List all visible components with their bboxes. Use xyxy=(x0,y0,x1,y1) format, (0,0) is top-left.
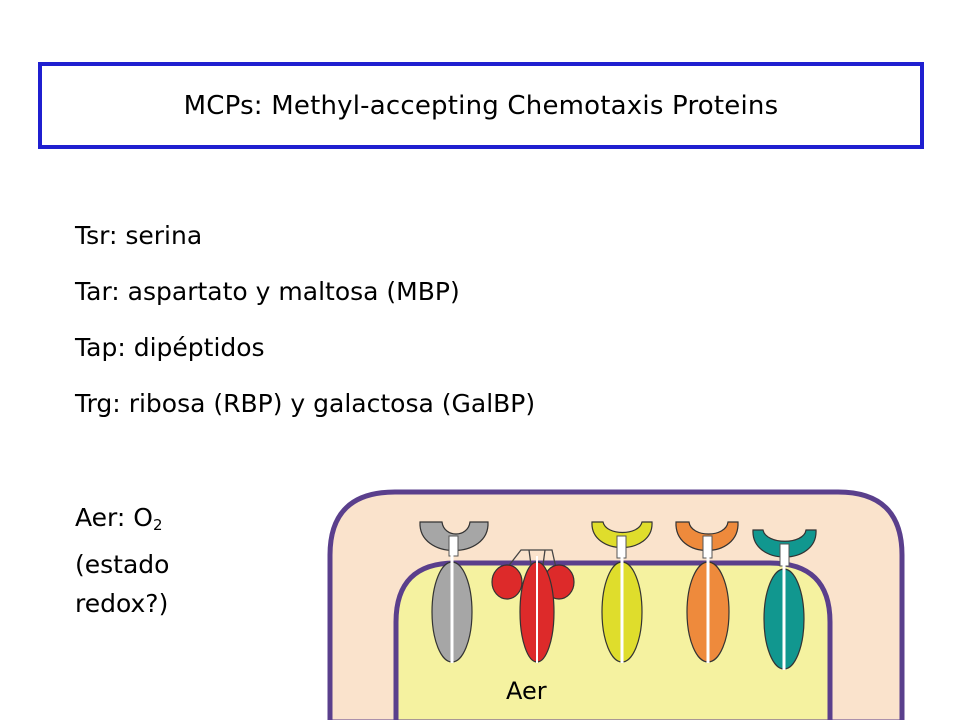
aer-note: Aer: O2 (estado redox?) xyxy=(75,498,169,623)
receptor-ligand: dipéptidos xyxy=(133,333,265,362)
aer-receptor xyxy=(491,549,575,663)
receptor-row-trg: Trg: ribosa (RBP) y galactosa (GalBP) xyxy=(75,386,535,442)
aer-label: Aer xyxy=(506,677,547,705)
receptor-row-tap: Tap: dipéptidos xyxy=(75,330,535,386)
receptor-list: Tsr: serina Tar: aspartato y maltosa (MB… xyxy=(75,218,535,442)
receptor-name: Tap: xyxy=(75,333,126,362)
oxygen-subscript: 2 xyxy=(152,516,163,534)
aer-note-line2: (estado xyxy=(75,550,170,579)
receptor-head xyxy=(591,521,653,549)
receptor-row-tar: Tar: aspartato y maltosa (MBP) xyxy=(75,274,535,330)
aer-note-line1: Aer: O2 xyxy=(75,503,163,534)
yellow-receptor xyxy=(591,521,653,663)
teal-receptor xyxy=(752,529,817,670)
orange-receptor xyxy=(675,521,739,663)
receptor-ligand: serina xyxy=(125,221,203,250)
receptor-ligand: aspartato y maltosa (MBP) xyxy=(127,277,460,306)
aer-note-line3: redox?) xyxy=(75,589,169,618)
receptor-name: Tsr: xyxy=(75,221,118,250)
aer-linker xyxy=(506,549,557,569)
receptor-ligand: ribosa (RBP) y galactosa (GalBP) xyxy=(128,389,536,418)
aer-pas-domain-left xyxy=(491,564,523,600)
receptor-name: Tar: xyxy=(75,277,120,306)
receptor-name: Trg: xyxy=(75,389,121,418)
slide-title: MCPs: Methyl-accepting Chemotaxis Protei… xyxy=(183,90,779,121)
title-box: MCPs: Methyl-accepting Chemotaxis Protei… xyxy=(38,62,924,149)
tsr-receptor xyxy=(419,521,489,663)
receptor-row-tsr: Tsr: serina xyxy=(75,218,535,274)
